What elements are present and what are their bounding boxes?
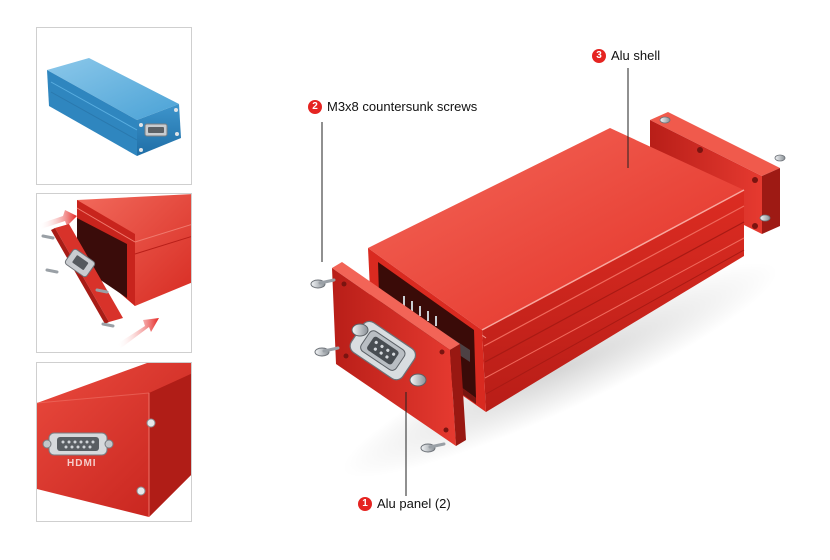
thumbnail-blue-enclosure[interactable] — [36, 27, 192, 185]
callout-screws-label: M3x8 countersunk screws — [327, 99, 478, 114]
callout-panel-label: Alu panel (2) — [377, 496, 451, 511]
callout-shell-label: Alu shell — [611, 48, 661, 63]
callout-number-badge: 2 — [308, 99, 322, 114]
thumbnail-assembly-step[interactable] — [36, 193, 192, 353]
callout-panel: 1 Alu panel (2) — [358, 496, 451, 511]
assembly-step-image — [39, 194, 191, 348]
hdmi-label: HDMI — [67, 458, 97, 469]
thumbnail-red-enclosure-hdmi[interactable]: HDMI — [36, 362, 192, 522]
callout-number-badge: 3 — [592, 48, 606, 63]
blue-enclosure-image — [47, 58, 181, 156]
red-enclosure-hdmi-image — [37, 363, 191, 517]
callout-shell: 3 Alu shell — [592, 48, 660, 63]
callout-number-badge: 1 — [358, 496, 372, 511]
callout-screws: 2 M3x8 countersunk screws — [308, 99, 477, 114]
